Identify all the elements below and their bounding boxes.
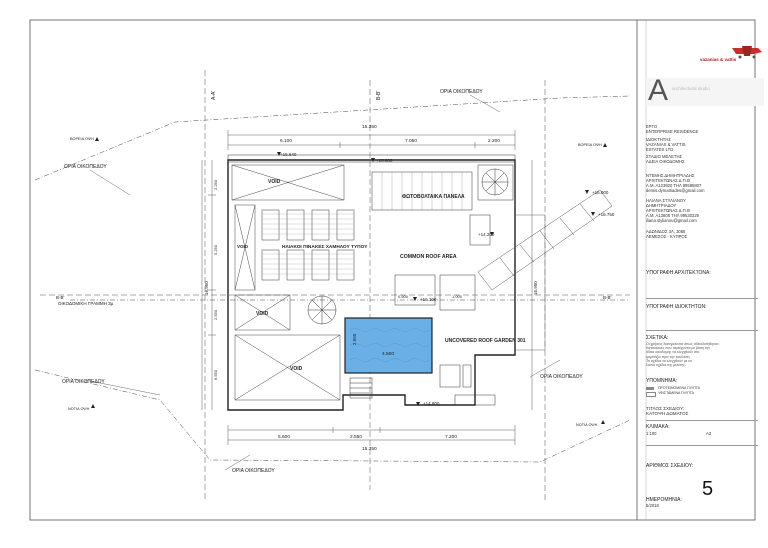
dimension-lines	[201, 130, 533, 445]
section-lines	[40, 70, 630, 500]
company-logo: vazanias & vattis	[698, 44, 764, 64]
void-label-1: VOID	[268, 179, 281, 185]
project-block: ΕΡΓΟ ENTERPRISE RESIDENCE	[646, 124, 699, 134]
common-roof-label: COMMON ROOF AREA	[400, 254, 457, 260]
north-label-right: ΒΟΡΕΙΑ ΟΨΗ	[578, 143, 602, 147]
section-label-b-right: B-B'	[603, 295, 612, 300]
scale-label: ΚΛΙΜΑΚΑ:	[646, 424, 670, 430]
drawing-number-label: ΑΡΙΘΜΟΣ ΣΧΕΔΙΟΥ:	[646, 463, 694, 469]
dim-bottom-1: 5.600	[278, 434, 290, 440]
drawing-title-block: ΤΙΤΛΟΣ ΣΧΕΔΙΟΥ: ΚΑΤΟΨΗ ΔΩΜΑΤΟΣ	[646, 406, 689, 416]
sheet-frame	[29, 19, 756, 521]
roof-garden-label: UNCOVERED ROOF GARDEN 301	[445, 338, 526, 344]
solar-panels-label: ΗΛΙΑΚΟΙ ΠΙΝΑΚΕΣ ΧΑΜΗΛΟΥ ΤΥΠΟΥ	[282, 244, 368, 250]
boundary-label-n: ΟΡΙΑ ΟΙΚΟΠΕΔΟΥ	[440, 89, 483, 95]
architect2-block: ΗΛΙΑΝΑ ΣΤΥΛΙΑΝΟΥ ΔΗΜΗΤΡΙΑΔΟΥ ΑΡΧΙΤΕΚΤΩΝΑ…	[646, 198, 700, 223]
owner-signature-label: ΥΠΟΓΡΑΦΗ ΙΔΙΟΚΤΗΤΩΝ:	[646, 304, 707, 310]
boundary-label-s: ΟΡΙΑ ΟΙΚΟΠΕΔΟΥ	[232, 468, 275, 474]
void-areas	[231, 164, 345, 401]
title-block: vazanias & vattis A architectural studio…	[636, 0, 768, 543]
level-6: +14.800	[423, 401, 440, 406]
garden-furniture	[349, 364, 496, 406]
pool-height: 2.550	[352, 333, 357, 345]
level-0: +15.800	[376, 158, 393, 163]
small-dim-1: 0.500	[398, 294, 409, 299]
architect-logo: A architectural studio	[646, 76, 764, 106]
level-1: +15.640	[280, 152, 297, 157]
owner-block: ΙΔΙΟΚΤΗΤΗΣ VAZANIAS & VATTIS ESTATES LTD	[646, 137, 686, 152]
void-label-3: VOID	[256, 311, 269, 317]
solar-panels	[261, 209, 355, 281]
dim-left-total: 16.950	[204, 281, 209, 295]
drawing-number: 5	[702, 478, 714, 500]
pool	[344, 317, 433, 374]
small-dim-2: 1.000	[452, 294, 463, 299]
dim-right-total: 16.950	[533, 281, 538, 295]
dim-bottom-3: 7.200	[445, 434, 457, 440]
boundary-label-sw: ΟΡΙΑ ΟΙΚΟΠΕΔΟΥ	[62, 379, 105, 385]
level-4: +16.750	[598, 212, 615, 217]
level-5: +16.100	[420, 297, 437, 302]
section-label-a: A-A'	[211, 91, 217, 100]
north-label: ΒΟΡΕΙΑ ΟΨΗ	[70, 137, 94, 141]
dim-total-top: 15.350	[362, 124, 377, 130]
building-outline	[227, 159, 516, 411]
date-label: ΗΜΕΡΟΜΗΝΙΑ:	[646, 497, 682, 503]
address-block: ΑΔΩΝΙΔΟΣ 3Α, 3065 ΛΕΜΕΣΟΣ - ΚΥΠΡΟΣ	[646, 229, 688, 239]
dim-total-bottom: 15.350	[362, 446, 377, 452]
dim-bottom-2: 2.550	[350, 434, 362, 440]
boundary-label-e: ΟΡΙΑ ΟΙΚΟΠΕΔΟΥ	[540, 374, 583, 380]
level-markers	[91, 137, 607, 424]
vent-fans	[307, 164, 514, 325]
dim-top-1: 6.100	[280, 138, 292, 144]
pv-label: ΦΩΤΟΒΟΛΤΑΙΚΑ ΠΑΝΕΛΑ	[402, 194, 465, 200]
section-label-b-left: B-B'	[56, 295, 65, 300]
dim-top-3: 2.200	[488, 138, 500, 144]
level-3: +16.000	[592, 190, 609, 195]
void-label-2: VOID	[237, 244, 249, 249]
scale-value: 1:100	[646, 431, 657, 436]
boundary-label-nw: ΟΡΙΑ ΟΙΚΟΠΕΔΟΥ	[64, 164, 107, 170]
south-label: ΝΟΤΙΑ ΟΨΗ	[68, 407, 90, 411]
section-label-b: B-B'	[376, 91, 382, 100]
paper-size: A3	[706, 431, 712, 436]
external-stairs	[477, 189, 613, 291]
pool-width: 4.500	[382, 351, 394, 357]
build-line-label: ΟΙΚΟΔΟΜΙΚΗ ΓΡΑΜΜΗ 3μ	[58, 301, 114, 306]
level-2: +14.200	[478, 232, 495, 237]
notes-title: ΣΧΕΤΙΚΑ:	[646, 335, 669, 341]
date-value: 5/2018	[646, 503, 659, 508]
south-label-right: ΝΟΤΙΑ ΟΨΗ	[576, 423, 598, 427]
architect1-block: ΝΤΕΜΗΣ ΔΗΜΗΤΡΙΑΔΗΣ ΑΡΧΙΤΕΚΤΩΝΑΣ Δ.Π.Θ Α.…	[646, 173, 705, 193]
void-label-4: VOID	[290, 366, 303, 372]
small-rooms	[394, 214, 491, 311]
plot-boundary	[34, 95, 631, 463]
dim-left-2: 5.250	[213, 244, 218, 255]
dim-top-2: 7.050	[405, 138, 417, 144]
legend-title: ΥΠΟΜΝΗΜΑ:	[646, 378, 678, 384]
notes-block: Οι χρήσεις διατηρούνται όπως αδειοδοτήθη…	[646, 342, 720, 368]
dim-left-4: 6.550	[213, 369, 218, 380]
stage-block: ΣΤΑΔΙΟ ΜΕΛΕΤΗΣ ΑΔΕΙΑ ΟΙΚΟΔΟΜΗΣ	[646, 154, 685, 164]
dim-left-3: 2.550	[213, 309, 218, 320]
dim-left-1: 2.250	[213, 179, 218, 190]
architect-signature-label: ΥΠΟΓΡΑΦΗ ΑΡΧΙΤΕΚΤΟΝΑ:	[646, 270, 711, 276]
